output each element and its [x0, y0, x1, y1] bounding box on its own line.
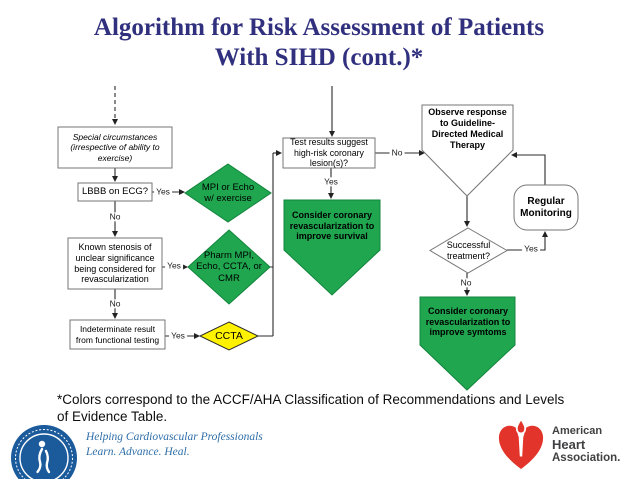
acc-seal-outer-circle — [11, 425, 77, 479]
edge-label-yes-stenosis: Yes — [165, 260, 183, 271]
node-revasc-symptoms-label: Consider coronary revascularization to i… — [425, 305, 511, 338]
node-ccta-label: CCTA — [215, 329, 243, 342]
footnote: *Colors correspond to the ACCF/AHA Class… — [57, 391, 617, 425]
node-indeterminate-box — [69, 319, 166, 350]
node-observe-label: Observe response to Guideline- Directed … — [428, 107, 507, 150]
node-lbbb-box — [77, 182, 153, 202]
edge-label-no-successful: No — [458, 277, 474, 288]
footnote-line2: of Evidence Table. — [57, 409, 168, 424]
node-mpi-echo-diamond — [184, 163, 272, 223]
node-test-results-box — [282, 137, 376, 169]
node-successful-diamond — [429, 227, 509, 274]
node-pharm-diamond — [187, 229, 271, 305]
node-revasc-survival-pentagon — [283, 199, 381, 296]
node-indeterminate-label: Indeterminate result from functional tes… — [75, 324, 160, 345]
node-lbbb-label: LBBB on ECG? — [81, 186, 148, 198]
node-monitoring-label: Regular Monitoring — [520, 195, 572, 219]
node-successful-label: Successful treatment? — [446, 239, 491, 261]
slide-title-line2: With SIHD (cont.)* — [214, 44, 424, 71]
acc-tagline-line2: Learn. Advance. Heal. — [86, 446, 190, 458]
node-pharm-label: Pharm MPI, Echo, CCTA, or CMR — [196, 249, 262, 284]
node-special-box — [57, 126, 173, 169]
slide-title-line1: Algorithm for Risk Assessment of Patient… — [93, 14, 545, 41]
aha-wordmark: American Heart Association. — [552, 425, 621, 465]
edge-label-yes-successful: Yes — [522, 243, 540, 254]
node-test-results-label: Test results suggest high-risk coronary … — [290, 137, 368, 169]
aha-torch-shape — [517, 433, 525, 457]
acc-seal-inner-ring — [19, 433, 69, 479]
node-stenosis-label: Known stenosis of unclear significance b… — [74, 241, 156, 285]
aha-wordmark-line1: American — [552, 425, 603, 437]
edge-label-no-test: No — [389, 147, 405, 158]
acc-tagline-line1: Helping Cardiovascular Professionals — [86, 431, 263, 443]
node-revasc-survival-label: Consider coronary revascularization to i… — [289, 209, 375, 242]
node-monitoring-box — [513, 184, 579, 231]
aha-heart-icon — [498, 419, 544, 469]
node-ccta-diamond — [198, 321, 260, 351]
acc-seal-figure — [36, 440, 51, 474]
edge-label-yes-indeterminate: Yes — [169, 330, 187, 341]
node-revasc-symptoms-pentagon — [419, 296, 516, 391]
aha-flame-shape — [515, 419, 527, 435]
flowchart-shapes — [57, 104, 579, 391]
node-stenosis-box — [67, 237, 163, 290]
edge-label-yes-test: Yes — [322, 176, 340, 187]
slide-title: Algorithm for Risk Assessment of Patient… — [0, 13, 638, 73]
aha-wordmark-line2: Heart — [552, 437, 586, 452]
footnote-line1: *Colors correspond to the ACCF/AHA Class… — [57, 392, 565, 407]
node-mpi-echo-label: MPI or Echo w/ exercise — [201, 181, 255, 204]
acc-tagline: Helping Cardiovascular Professionals Lea… — [86, 430, 263, 460]
node-observe-pentagon — [421, 104, 514, 197]
acc-seal-ring-text — [15, 429, 73, 479]
node-special-label: Special circumstances (irrespective of a… — [70, 132, 160, 163]
edge-label-yes-lbbb: Yes — [154, 186, 172, 197]
aha-wordmark-line3: Association. — [552, 452, 621, 464]
acc-seal-logo — [11, 425, 77, 479]
edge-label-no-stenosis: No — [107, 298, 123, 309]
edge-label-no-lbbb: No — [107, 211, 123, 222]
